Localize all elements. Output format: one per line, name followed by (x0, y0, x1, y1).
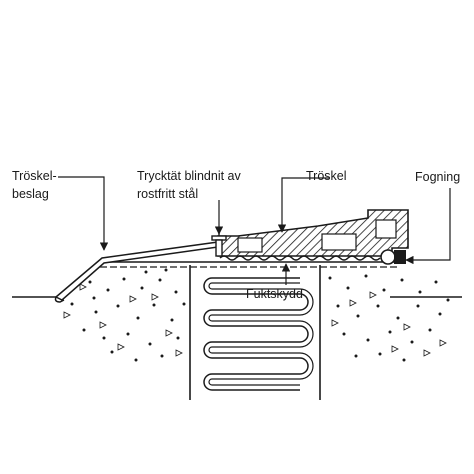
heating-pipe-inner (208, 282, 314, 386)
label-rivet-2: rostfritt stål (137, 187, 198, 201)
label-sealant: Fogning (415, 170, 460, 184)
threshold-bedding-wave (219, 255, 381, 261)
leader-sealant (405, 188, 451, 265)
label-rivet-1: Trycktät blindnit av (137, 169, 241, 183)
label-moisture-barrier: Fuktskydd (246, 287, 303, 301)
concrete-aggregate-left (63, 268, 186, 362)
label-threshold-fitting-1: Tröskel- (12, 169, 57, 183)
ground-surface (12, 265, 462, 400)
leader-threshold (277, 177, 330, 233)
heating-pipe (203, 277, 309, 391)
threshold-cavity-2 (321, 233, 357, 251)
threshold-fitting-hook (54, 296, 65, 303)
threshold-fitting-sheet (54, 241, 219, 301)
floor-membrane (100, 261, 400, 268)
threshold-cavity-1 (237, 237, 263, 253)
label-threshold: Tröskel (306, 169, 347, 183)
threshold-cavity-3 (375, 219, 397, 239)
leader-lines (58, 176, 451, 285)
leader-threshold-fitting (58, 176, 109, 251)
label-threshold-fitting-2: beslag (12, 187, 49, 201)
sealant-joint (380, 249, 406, 265)
concrete-aggregate-right (328, 274, 450, 362)
